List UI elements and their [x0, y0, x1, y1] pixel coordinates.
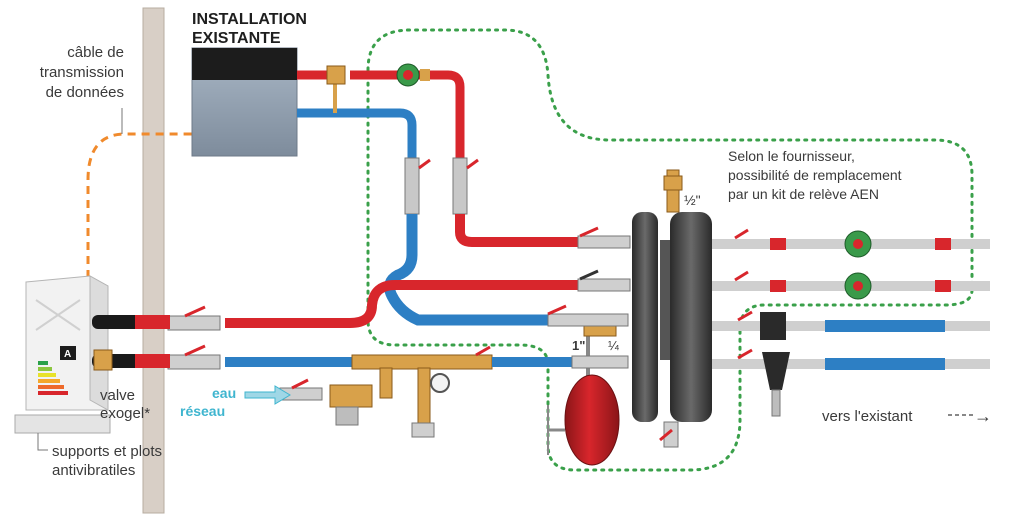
hot-main-pipe [225, 280, 578, 328]
vers-existant-label: vers l'existant [822, 408, 913, 425]
cable-label-line1: câble de [67, 44, 124, 61]
valve-exogel-line2: exogel* [100, 405, 150, 422]
quarter-label: ¼ [608, 338, 619, 353]
installation-title-line1: INSTALLATION [192, 11, 307, 28]
arrow-right-icon: → [974, 406, 992, 426]
hydraulic-collector [632, 169, 712, 448]
energy-class-letter: A [64, 349, 71, 360]
outgoing-circuit-2 [712, 270, 990, 300]
installation-title-line2: EXISTANTE [192, 30, 281, 47]
support-leader-line [37, 433, 48, 451]
collector-inlet-valves [547, 226, 631, 369]
supports-label-line1: supports et plots [52, 443, 162, 460]
reseau-label: réseau [180, 403, 225, 419]
one-inch-label: 1" [572, 338, 585, 353]
boiler-outlet-pipes [297, 63, 465, 160]
eau-reseau-arrow [244, 385, 291, 405]
outgoing-circuit-1 [712, 228, 990, 258]
filling-assembly [279, 345, 493, 438]
wall [142, 7, 165, 514]
existing-boiler [191, 47, 298, 157]
dotted-boundary [366, 28, 974, 472]
left-fittings [167, 305, 221, 370]
supplier-note-line1: Selon le fournisseur, [728, 148, 855, 164]
heat-pump-unit [14, 275, 170, 434]
boiler-descent-valves [404, 157, 479, 215]
supplier-note-line3: par un kit de relève AEN [728, 186, 879, 202]
eau-label: eau [212, 385, 236, 401]
cable-label-line2: transmission [40, 64, 124, 81]
cold-crossing-pipe [384, 214, 548, 326]
energy-label [38, 361, 68, 395]
data-cable [86, 132, 192, 278]
half-inch-label: ½" [684, 192, 701, 208]
cable-label-line3: de données [46, 84, 124, 101]
supports-label-line2: antivibratiles [52, 462, 135, 479]
outgoing-circuit-3 [712, 310, 990, 340]
hot-collector-feed [455, 214, 578, 247]
outgoing-circuit-4 [712, 348, 990, 417]
valve-exogel-line1: valve [100, 387, 135, 404]
supplier-note-line2: possibilité de remplacement [728, 167, 902, 183]
